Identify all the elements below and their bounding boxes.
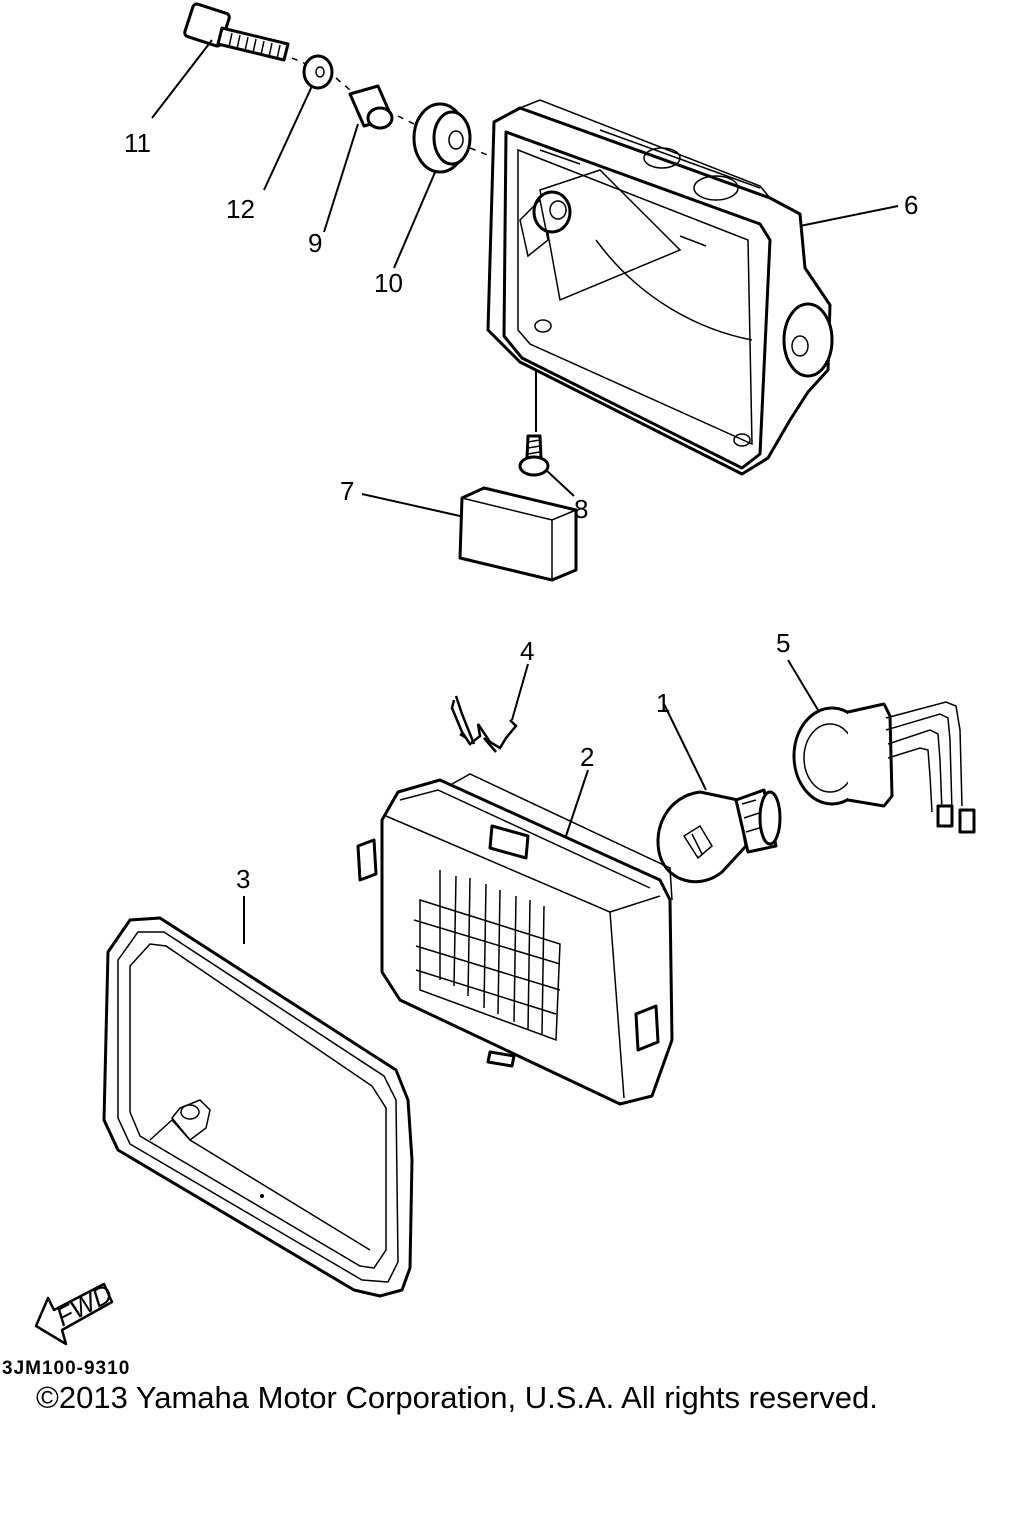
leader-2 — [565, 769, 589, 837]
callout-11: 11 — [124, 128, 151, 158]
bulb-part-1 — [656, 788, 782, 884]
fwd-label: FWD — [51, 1278, 117, 1332]
grommet-part-10 — [412, 102, 472, 174]
leader-10 — [393, 169, 437, 269]
bolt-part-11 — [183, 2, 290, 62]
fwd-arrow-icon: FWD — [34, 1278, 117, 1346]
leader-8 — [545, 469, 575, 497]
drawing-id: 3JM100-9310 — [2, 1358, 131, 1379]
leader-7 — [361, 493, 461, 517]
collar-part-9 — [348, 84, 394, 130]
callout-10: 10 — [374, 268, 403, 298]
washer-part-12 — [302, 54, 334, 90]
callout-2: 2 — [580, 742, 594, 772]
bulb-socket-part-5 — [792, 701, 976, 834]
leader-12 — [263, 85, 313, 191]
leader-6 — [799, 205, 899, 227]
callout-6: 6 — [904, 190, 918, 220]
callout-8: 8 — [574, 494, 588, 524]
callout-7: 7 — [340, 476, 354, 506]
callout-12: 12 — [226, 194, 255, 224]
callout-3: 3 — [236, 864, 250, 894]
headlight-housing-part-6 — [486, 99, 834, 476]
pad-part-7 — [458, 486, 578, 582]
callout-1: 1 — [656, 688, 670, 718]
leader-11 — [151, 39, 213, 119]
leader-5 — [787, 659, 819, 711]
callout-5: 5 — [776, 628, 790, 658]
screw-part-8 — [518, 434, 550, 477]
leader-4 — [511, 663, 529, 721]
leader-1 — [663, 703, 707, 791]
callout-9: 9 — [308, 228, 322, 258]
spring-clip-part-4 — [450, 695, 518, 753]
headlight-rim-part-3 — [102, 916, 414, 1298]
copyright-notice: ©2013 Yamaha Motor Corporation, U.S.A. A… — [36, 1380, 878, 1415]
callout-4: 4 — [520, 636, 534, 666]
headlight-lens-part-2 — [356, 773, 674, 1106]
leader-9 — [323, 123, 359, 233]
